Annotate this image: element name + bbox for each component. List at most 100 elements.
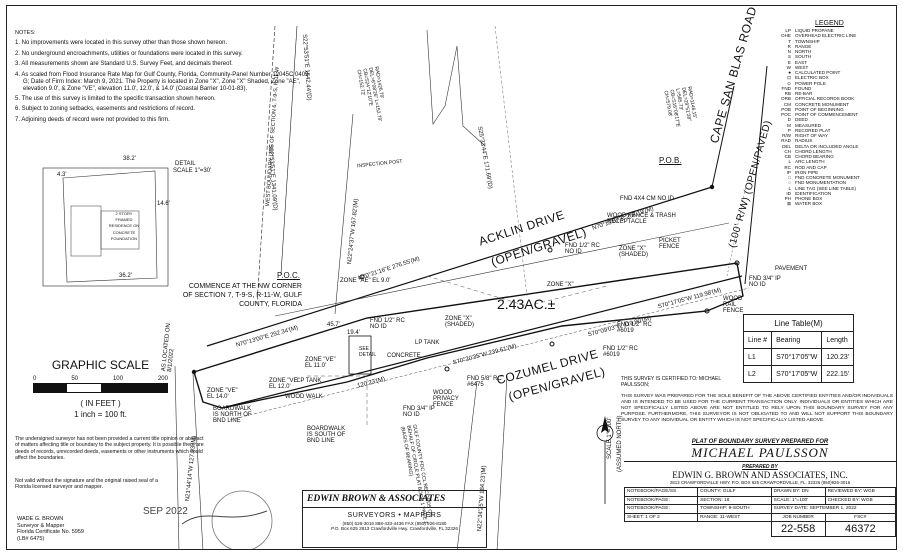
table-cell: L2 [742,365,773,383]
legend-item: CM CONCRETE MONUMENT [765,102,893,107]
table-cell: 120.23' [821,348,855,366]
surveyor-cert: Florida Certificate No. 5959 [17,529,84,535]
table-row: SHEET: 1 OF 2 RANGE: 11-WEST JOB NUMBER … [623,512,896,522]
poc-point [191,369,197,375]
table-cell: REVIEWED BY: WGB [824,487,896,497]
legend-desc: CONCRETE MONUMENT [795,101,850,107]
table-row: L2 S70°17'05"W 222.15' [742,365,855,383]
pob-label: P.O.B. [659,156,682,165]
legend-desc: NORTH [795,49,812,54]
line-table-header: Bearing [771,331,823,349]
fsc-number: 46372 [824,521,896,537]
legend-abbr: L [788,159,791,165]
table-cell: JOB NUMBER [770,512,826,522]
legend-desc: SOUTH [795,54,812,60]
not-valid-note: Not valid without the signature and the … [15,478,159,491]
monument-label: FND 5/8" RC #6475 [467,376,502,388]
legend-abbr: POB [781,106,791,112]
legend-desc: IDENTIFICATION [795,190,832,196]
firm-stamp-sub: SURVEYORS • MAPPERS [347,512,442,519]
legend-desc: ROD AND CAP [795,164,827,170]
legend-abbr: DEL [782,143,791,149]
detail-dim: 14.6' [157,201,170,207]
legend-item: POB POINT OF BEGINNING [765,107,893,112]
table-cell: DRAWN BY: DN [770,487,826,497]
zone-label: ZONE "X" (SHADED) [445,316,475,328]
legend-title: LEGEND [815,20,844,27]
surveyor-seal [211,490,273,549]
legend-abbr: E [787,59,791,65]
detail-dim: 36.2' [119,273,132,279]
zone-label: ZONE "VE" EL 11.0' [305,357,336,369]
lp-tank-label: LP TANK [297,378,322,384]
note-item: 6. Subject to zoning setbacks, easements… [15,106,196,113]
legend-desc: POINT OF BEGINNING [795,106,844,112]
legend-item: L ARC LENGTH [765,159,893,164]
legend-desc: RANGE [795,43,812,49]
table-cell: SHEET: 1 OF 2 [623,512,699,522]
legend-item: □ FND CONCRETE MONUMENT [765,175,893,180]
table-cell: NOTEBOOK/PAGE: [623,504,699,514]
legend-desc: RIGHT OF WAY [795,133,829,138]
note-item: 5. The use of this survey is limited to … [15,95,216,102]
fence-label: WOOD PRIVACY FENCE [433,390,459,408]
scale-tick: 100 [112,376,123,382]
firm-stamp-phone: (850) 526-3016 888-433-4436 FAX (850) 92… [342,521,447,526]
legend-abbr: R/W [782,133,791,138]
table-cell: COUNTY: GULF [697,487,772,497]
monument-label: FND 1/2" RC NO ID [565,243,600,255]
legend-abbr: W [786,64,791,70]
monument-label: FND 3/4" IP NO ID [749,276,781,288]
cape-road-edge [711,85,735,188]
monument-label: FND 1/2" RC #6019 [617,322,652,334]
legend-abbr: ⊠ [787,201,791,207]
zone-label: ZONE "AE" EL 9.0' [340,278,391,284]
zone-label: ZONE "VE" EL 14.0' [207,388,238,400]
parcel-area: 2.43AC.± [497,296,556,312]
wood-walk-label: WOOD WALK [285,394,323,400]
firm-stamp: EDWIN BROWN & ASSOCIATES SURVEYORS • MAP… [302,490,487,548]
distance-label: 45.7' [327,322,340,328]
zone-label: ZONE "X" [547,282,574,288]
detail-house-outline [62,170,158,283]
legend-desc: ARC LENGTH [795,159,825,165]
legend-desc: FND MONUMENTATION [795,180,847,186]
table-cell: RANGE: 11-WEST [697,512,772,522]
scale-units: ( IN FEET ) [80,399,121,408]
west-boundary-line [256,25,276,305]
title-grid: NOTEBOOK/PAGE/SS COUNTY: GULF DRAWN BY: … [623,487,896,537]
certification-disclaimer: THIS SURVEY WAS PREPARED FOR THE SOLE BE… [621,394,893,423]
legend-desc: FND CONCRETE MONUMENT [795,175,860,180]
legend-abbr: L [788,185,791,191]
notes-heading: NOTES: [15,30,36,36]
survey-drawing [42,25,768,549]
survey-sheet: NOTES: 1. No improvements were located i… [6,5,897,550]
note-item: 1. No improvements were located in this … [15,40,228,47]
detail-house-label: 2 STORY FRAMED RESIDENCE ON CONCRETE FOU… [108,211,140,241]
legend-abbr: □ [788,175,791,180]
monument-label: FND 1/2" RC #6019 [603,346,638,358]
poc-label: P.O.C. [277,271,300,280]
legend-desc: CHORD BEARING [795,154,834,159]
line-table-header: Line # [742,331,773,349]
pavement-label: PAVEMENT [775,266,808,272]
legend-abbr: CM [783,101,791,107]
table-cell: SURVEY DATE: SEPTEMBER 1, 2022 [770,504,896,514]
commence-label: COMMENCE AT THE NW CORNER OF SECTION 7, … [182,283,302,308]
boardwalk-label: BOARDWALK IS NORTH OF BND LINE [213,406,252,424]
certified-to: THIS SURVEY IS CERTIFIED TO: MICHAEL PAU… [621,376,721,388]
title-client: MICHAEL PAULSSON [624,445,896,462]
concrete-label: CONCRETE [387,353,421,359]
legend-abbr: T [788,38,791,44]
graphic-scale-title: GRAPHIC SCALE [51,358,150,372]
